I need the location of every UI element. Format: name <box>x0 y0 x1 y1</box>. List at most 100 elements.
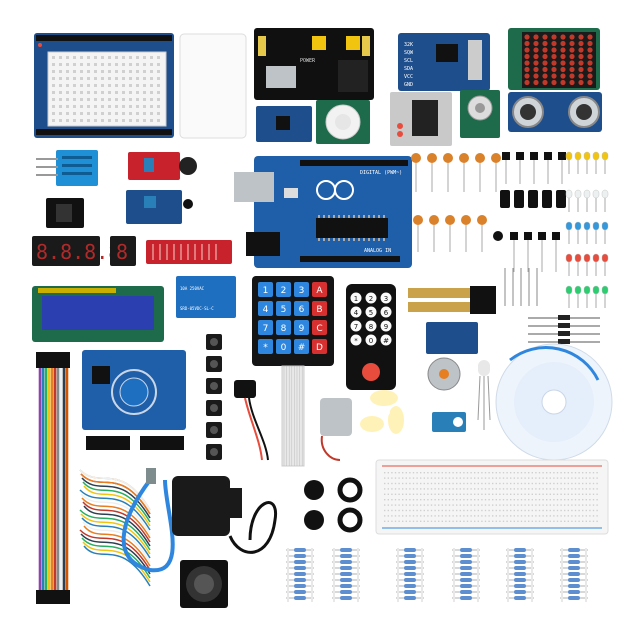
keypad-key-label: A <box>316 286 323 296</box>
breadboard-hole <box>456 477 458 479</box>
breadboard-hole <box>391 499 393 501</box>
breadboard-hole <box>553 499 555 501</box>
proto-hole <box>108 77 111 80</box>
breadboard-hole <box>420 499 422 501</box>
flame-sensor <box>126 190 193 224</box>
resistor-body <box>404 572 416 576</box>
breadboard-hole <box>402 493 404 495</box>
breadboard-hole <box>416 472 418 474</box>
chip-pin <box>358 215 360 218</box>
breadboard-hole <box>459 488 461 490</box>
breadboard-hole <box>549 504 551 506</box>
led <box>592 253 600 263</box>
jumper-wire <box>79 509 151 551</box>
breadboard-hole <box>459 515 461 517</box>
proto-hole <box>94 63 97 66</box>
chip-pin <box>333 215 335 218</box>
breadboard-hole <box>441 515 443 517</box>
chip-pin <box>383 215 385 218</box>
breadboard-hole <box>589 520 591 522</box>
proto-hole <box>94 91 97 94</box>
chip-pin <box>338 215 340 218</box>
proto-hole <box>52 91 55 94</box>
breadboard-hole <box>405 488 407 490</box>
breadboard-hole <box>528 504 530 506</box>
sensor-trace <box>159 244 161 260</box>
breadboard-hole <box>578 477 580 479</box>
breadboard-hole <box>484 488 487 490</box>
breadboard-hole <box>560 515 562 517</box>
breadboard-hole <box>542 499 544 501</box>
sevenseg-digit: 8 <box>116 240 128 264</box>
matrix-dot <box>542 34 548 40</box>
breadboard-hole <box>387 472 389 474</box>
breadboard-hole <box>571 515 573 517</box>
breadboard-hole <box>402 477 404 479</box>
resistor-body <box>568 566 580 570</box>
breadboard-hole <box>556 493 559 495</box>
breadboard-hole <box>564 509 566 512</box>
breadboard-hole <box>571 488 573 490</box>
breadboard-hole <box>470 477 472 479</box>
breadboard-hole <box>546 493 548 495</box>
breadboard-hole <box>538 509 541 512</box>
matrix-dot <box>578 79 584 86</box>
breadboard-hole <box>463 509 465 512</box>
power-module-label: POWER <box>300 58 316 64</box>
breadboard-hole <box>441 520 443 522</box>
breadboard-hole <box>398 493 400 495</box>
dupont-rainbow-cable <box>36 352 70 604</box>
breadboard-hole <box>502 504 505 506</box>
breadboard-hole <box>434 482 436 485</box>
breadboard-hole <box>441 488 443 490</box>
breadboard-hole <box>384 482 386 485</box>
remote-key <box>380 306 392 318</box>
breadboard-hole <box>592 499 595 501</box>
breadboard-hole <box>452 482 454 485</box>
chip-pin <box>383 238 385 241</box>
buzzers <box>304 480 324 530</box>
proto-hole <box>115 56 118 59</box>
rtc-module: 32K SQW SCL SDA VCC GND <box>398 33 490 91</box>
breadboard-hole <box>531 504 533 506</box>
breadboard-hole <box>564 477 566 479</box>
proto-hole <box>52 112 55 115</box>
transistors <box>493 152 566 272</box>
proto-hole <box>136 77 139 80</box>
remote-key-label: 3 <box>384 295 388 303</box>
breadboard-hole <box>445 509 447 512</box>
breadboard-hole <box>477 493 479 495</box>
remote-key-label: 0 <box>369 337 373 345</box>
ceramic-capacitors-top <box>411 153 501 192</box>
breadboard-hole <box>423 509 425 512</box>
chip-pin <box>318 238 320 241</box>
proto-hole <box>101 98 104 101</box>
lcd-1602-display <box>32 286 164 342</box>
prototype-shield <box>34 33 174 138</box>
led <box>583 151 591 161</box>
arduino-logo-right <box>334 180 354 200</box>
proto-hole <box>52 77 55 80</box>
breadboard-hole <box>553 520 555 522</box>
sensor-trace <box>208 244 210 260</box>
breadboard-hole <box>481 493 483 495</box>
breadboard-hole <box>477 499 479 501</box>
breadboard-hole <box>412 515 415 517</box>
breadboard-hole <box>394 488 397 490</box>
breadboard-hole <box>578 515 580 517</box>
breadboard-hole <box>492 493 494 495</box>
breadboard-hole <box>567 472 569 474</box>
breadboard-hole <box>452 499 454 501</box>
joystick-module <box>180 560 228 608</box>
breadboard-hole <box>474 499 476 501</box>
breadboard-hole <box>438 515 440 517</box>
breadboard-hole <box>571 520 573 522</box>
breadboard-hole <box>592 472 595 474</box>
proto-hole <box>108 112 111 115</box>
matrix-dot <box>587 79 593 86</box>
breadboard-hole <box>506 499 508 501</box>
breadboard-hole <box>441 509 443 512</box>
breadboard-hole <box>412 504 415 506</box>
breadboard-hole <box>384 520 386 522</box>
